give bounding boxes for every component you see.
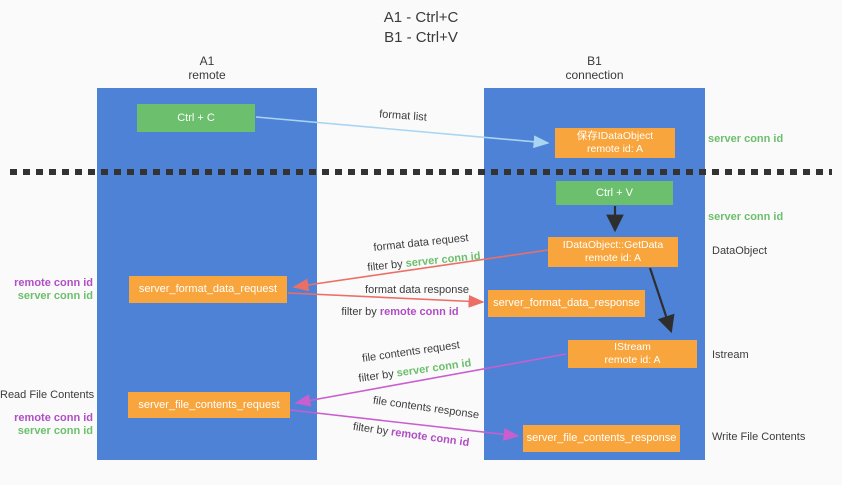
node-save-idataobject-line1: 保存IDataObject xyxy=(576,130,654,142)
node-server-format-data-request: server_format_data_request xyxy=(129,276,287,303)
annotation-server-conn-id-top: server conn id xyxy=(708,133,784,145)
node-server-format-data-request-label: server_format_data_request xyxy=(138,283,278,295)
label-file-contents-response: file contents response xyxy=(372,394,480,422)
lifeline-b1-subtitle: connection xyxy=(565,68,624,82)
annotation-server-conn-id-mid: server conn id xyxy=(708,211,784,223)
title-line-2: B1 - Ctrl+V xyxy=(384,29,458,46)
annotation-server-conn-id-2: server conn id xyxy=(17,425,93,437)
node-idataobject-getdata-line1: IDataObject::GetData xyxy=(562,239,664,251)
lifeline-a1-subtitle: remote xyxy=(188,68,226,82)
label-format-data-response: format data response xyxy=(365,284,469,296)
label-filter-by-remote-conn-id-2: filter byremote conn id xyxy=(331,418,491,453)
lifeline-header-b1: B1 connection xyxy=(484,54,705,82)
node-server-format-data-response: server_format_data_response xyxy=(488,290,645,317)
filter-by-text-1: filter by xyxy=(366,258,404,274)
annotation-read-file-contents: Read File Contents xyxy=(0,389,95,401)
annotation-write-file-contents: Write File Contents xyxy=(712,431,806,443)
node-save-idataobject-line2: remote id: A xyxy=(586,143,644,155)
node-server-file-contents-request: server_file_contents_request xyxy=(128,392,290,418)
title-line-1: A1 - Ctrl+C xyxy=(383,9,459,26)
node-server-file-contents-response-label: server_file_contents_response xyxy=(526,432,677,444)
node-save-idataobject: 保存IDataObject remote id: A xyxy=(555,128,675,158)
node-ctrl-v: Ctrl + V xyxy=(556,181,673,205)
label-format-list: format list xyxy=(378,108,428,124)
filter-remote-conn-id-2: remote conn id xyxy=(390,426,470,450)
node-ctrl-c-label: Ctrl + C xyxy=(177,111,215,124)
annotation-server-conn-id-1: server conn id xyxy=(17,290,93,302)
lifeline-a1-name: A1 xyxy=(199,54,215,68)
annotation-dataobject: DataObject xyxy=(712,245,768,257)
node-istream: IStream remote id: A xyxy=(568,340,697,368)
dashed-separator-line xyxy=(10,169,832,175)
filter-server-conn-id-1: server conn id xyxy=(405,250,482,270)
node-ctrl-v-label: Ctrl + V xyxy=(596,186,633,199)
filter-by-text-3: filter by xyxy=(357,368,395,385)
node-server-file-contents-response: server_file_contents_response xyxy=(523,425,680,452)
filter-remote-conn-id-1: remote conn id xyxy=(379,306,459,318)
filter-server-conn-id-2: server conn id xyxy=(395,357,473,380)
filter-by-text-2: filter by xyxy=(341,306,377,318)
node-istream-line1: IStream xyxy=(614,341,651,353)
node-server-format-data-response-label: server_format_data_response xyxy=(493,297,640,309)
diagram-title: A1 - Ctrl+C B1 - Ctrl+V xyxy=(0,8,842,48)
node-ctrl-c: Ctrl + C xyxy=(137,104,255,132)
node-idataobject-getdata-line2: remote id: A xyxy=(584,252,642,264)
annotation-remote-conn-id-1: remote conn id xyxy=(14,277,93,289)
node-istream-line2: remote id: A xyxy=(604,354,661,366)
node-idataobject-getdata: IDataObject::GetData remote id: A xyxy=(548,237,678,267)
node-server-file-contents-request-label: server_file_contents_request xyxy=(138,398,280,411)
annotation-remote-conn-id-2: remote conn id xyxy=(14,412,93,424)
lifeline-header-a1: A1 remote xyxy=(97,54,317,82)
filter-by-text-4: filter by xyxy=(352,420,389,438)
annotation-istream: Istream xyxy=(712,349,749,361)
lifeline-b1-name: B1 xyxy=(587,54,602,68)
